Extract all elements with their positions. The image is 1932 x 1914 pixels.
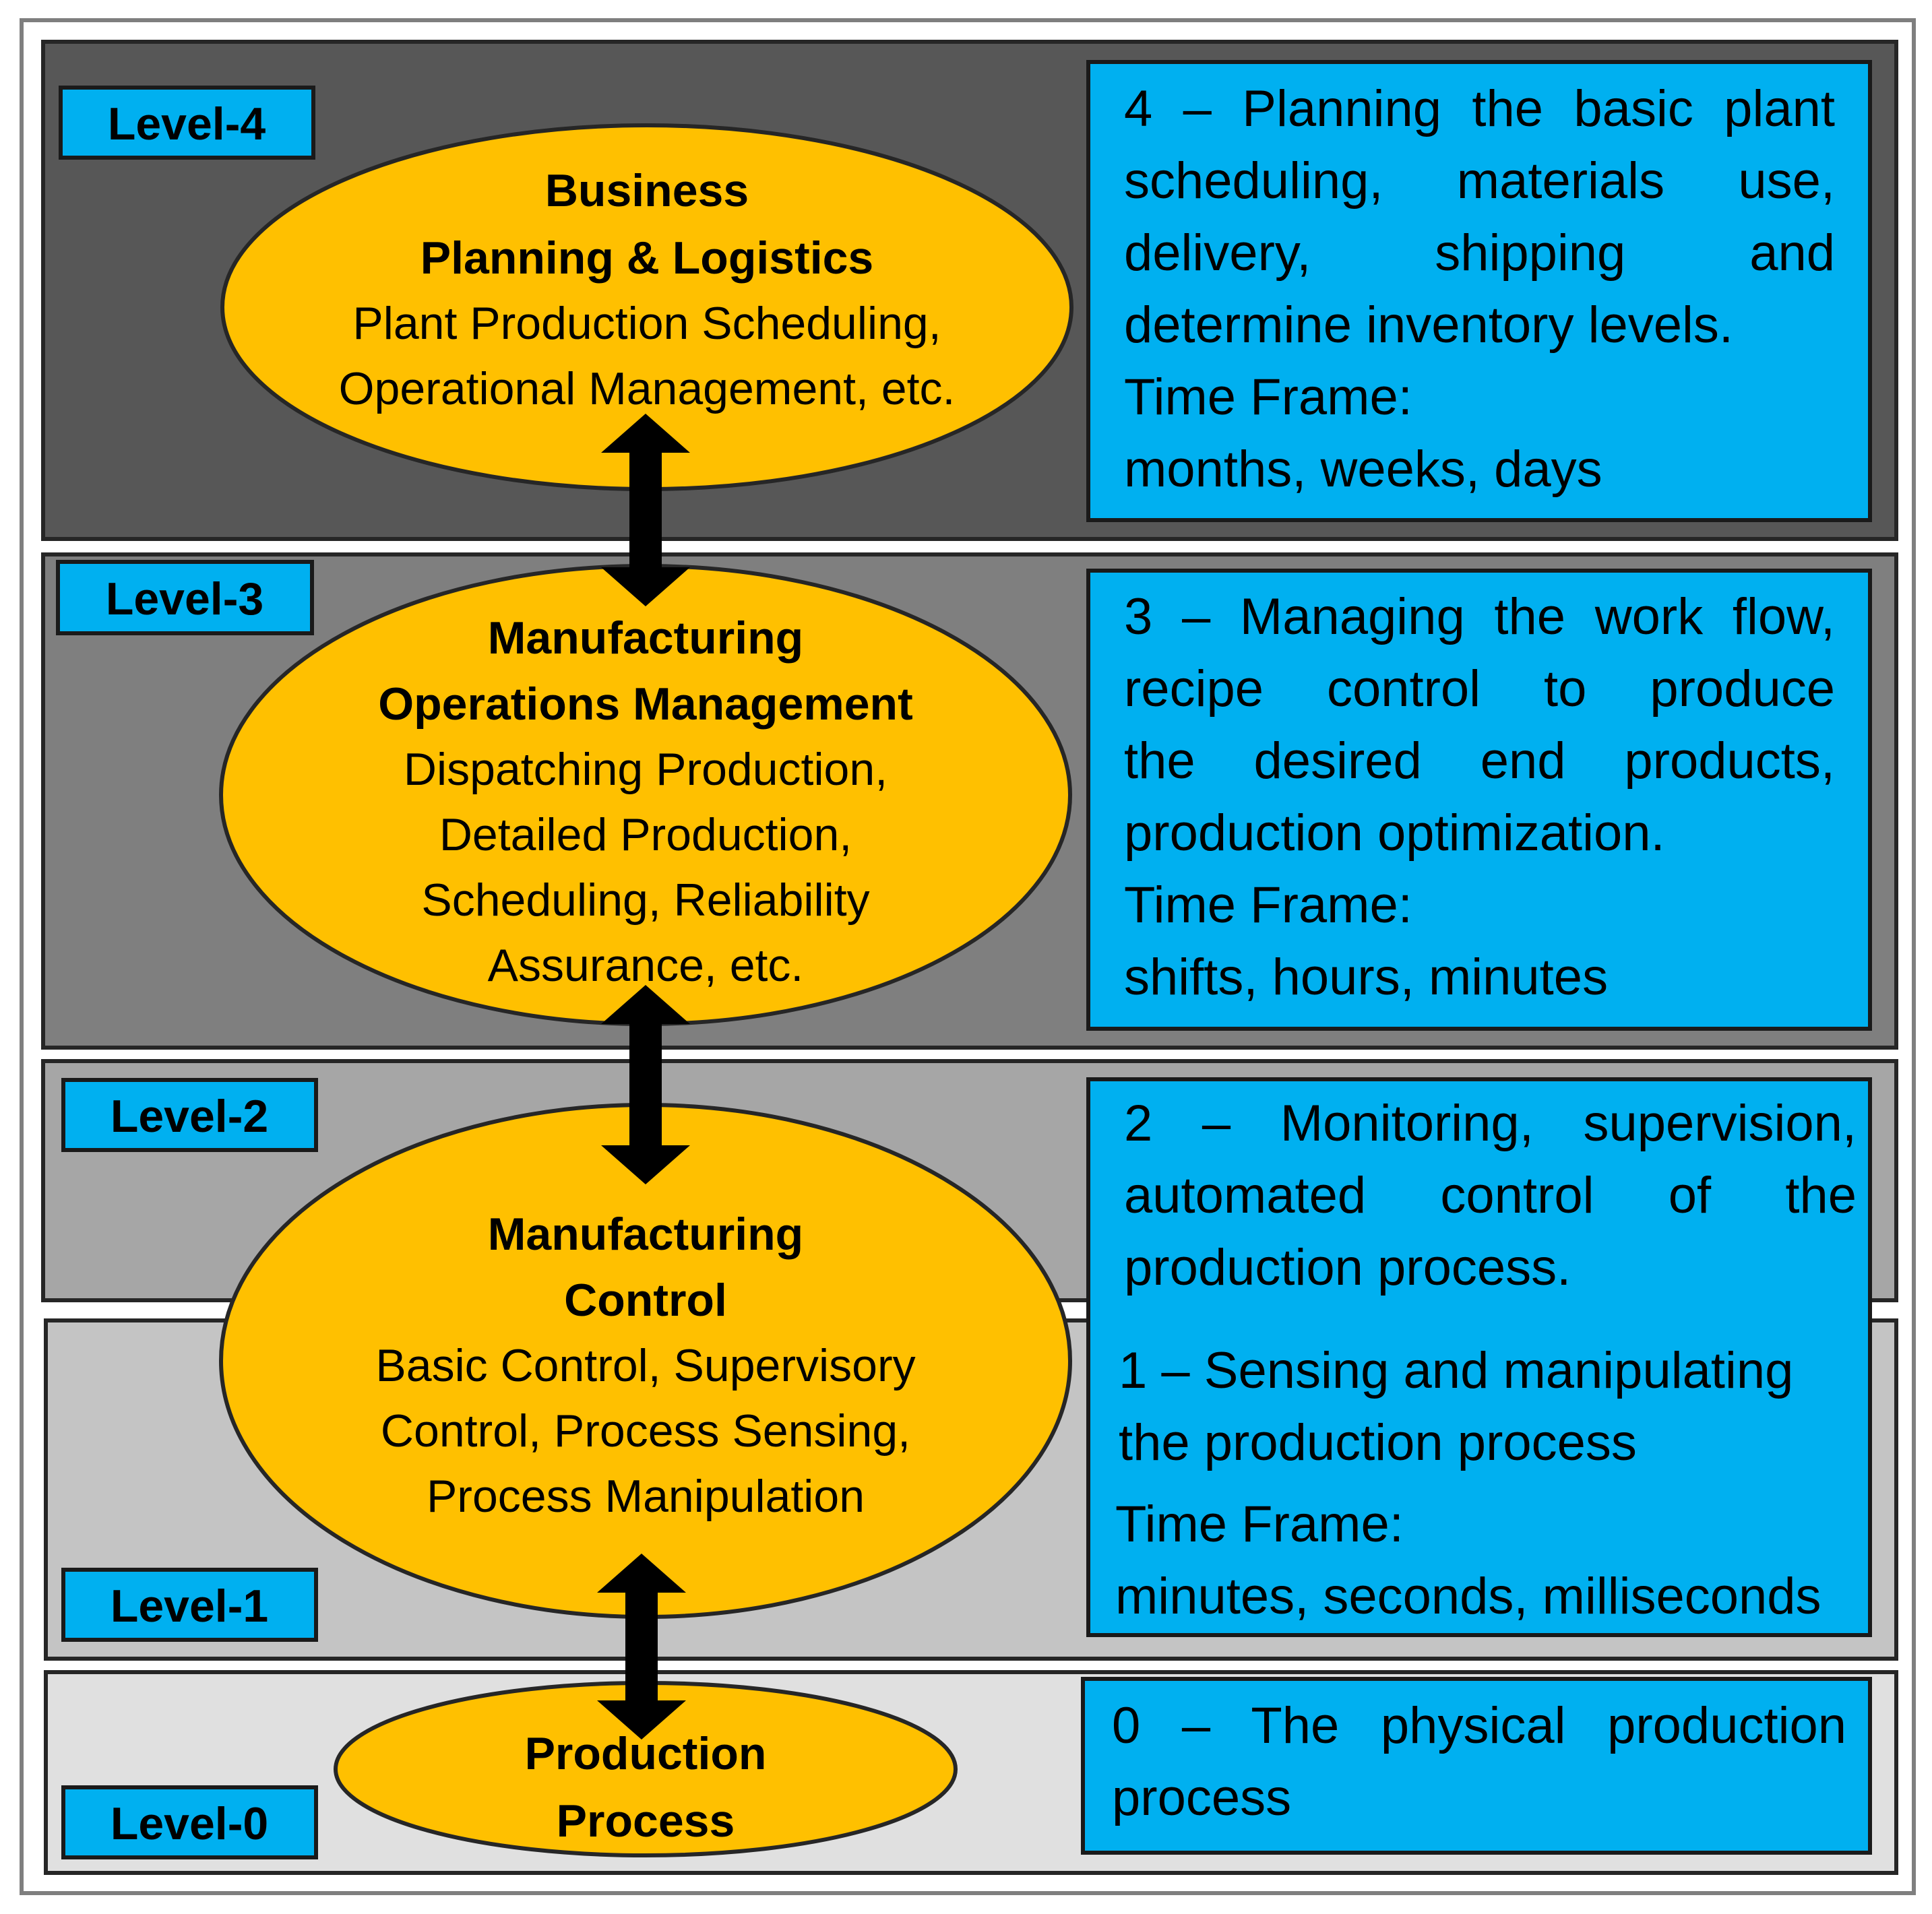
ellipse-text: Assurance, etc. bbox=[488, 940, 804, 991]
ellipse-text: Operational Management, etc. bbox=[339, 363, 956, 414]
ellipse-title: Planning & Logistics bbox=[420, 232, 874, 284]
ellipse-title: Control bbox=[564, 1275, 727, 1326]
level-0-label: Level-0 bbox=[61, 1785, 318, 1859]
level4-description-box bbox=[1086, 60, 1872, 522]
description-line: production process. bbox=[1124, 1239, 1571, 1296]
time-frame-value: minutes, seconds, milliseconds bbox=[1115, 1568, 1821, 1625]
description-line: recipe control to produce bbox=[1124, 660, 1835, 717]
description-line: automated control of the bbox=[1124, 1167, 1857, 1224]
level-0-text: Level-0 bbox=[111, 1798, 268, 1849]
level2-1-description: 2 – Monitoring, supervision, automated c… bbox=[1115, 1087, 1857, 1632]
level0-description-box bbox=[1081, 1677, 1872, 1855]
level3-description: 3 – Managing the work flow, recipe contr… bbox=[1124, 581, 1835, 1013]
time-frame-label: Time Frame: bbox=[1124, 876, 1412, 934]
level-4-text: Level-4 bbox=[108, 98, 266, 150]
time-frame-label: Time Frame: bbox=[1115, 1496, 1404, 1553]
time-frame-value: months, weeks, days bbox=[1124, 441, 1602, 498]
description-line: process bbox=[1112, 1769, 1292, 1826]
description-line: 1 – Sensing and manipulating bbox=[1119, 1342, 1794, 1399]
double-arrow-1-0 bbox=[597, 1554, 686, 1740]
description-line: scheduling, materials use, bbox=[1124, 152, 1835, 210]
level-1-label: Level-1 bbox=[61, 1568, 318, 1642]
ellipse-title: Production bbox=[525, 1728, 767, 1779]
time-frame-value: shifts, hours, minutes bbox=[1124, 949, 1609, 1006]
description-line: 4 – Planning the basic plant bbox=[1124, 80, 1835, 137]
manufacturing-control-ellipse: Manufacturing Control Basic Control, Sup… bbox=[219, 1103, 1072, 1619]
description-line: 2 – Monitoring, supervision, bbox=[1124, 1095, 1857, 1152]
ellipse-text: Plant Production Scheduling, bbox=[352, 298, 941, 349]
ellipse-title: Manufacturing bbox=[488, 1209, 803, 1260]
description-line: determine inventory levels. bbox=[1124, 296, 1733, 354]
double-arrow-3-2 bbox=[601, 985, 690, 1184]
description-line: 3 – Managing the work flow, bbox=[1124, 588, 1835, 645]
ellipse-text: Scheduling, Reliability bbox=[421, 874, 869, 926]
description-line: the production process bbox=[1119, 1414, 1637, 1471]
double-arrow-4-3 bbox=[601, 414, 690, 606]
business-planning-ellipse: Business Planning & Logistics Plant Prod… bbox=[220, 123, 1073, 491]
level-2-text: Level-2 bbox=[111, 1091, 268, 1142]
ellipse-text: Basic Control, Supervisory bbox=[375, 1340, 915, 1391]
description-line: the desired end products, bbox=[1124, 732, 1835, 790]
level0-description: 0 – The physical production process bbox=[1112, 1690, 1846, 1834]
ellipse-text: Dispatching Production, bbox=[404, 744, 887, 795]
level-4-label: Level-4 bbox=[59, 86, 315, 160]
level4-description: 4 – Planning the basic plant scheduling,… bbox=[1124, 73, 1835, 505]
level-1-text: Level-1 bbox=[111, 1581, 268, 1632]
level-2-label: Level-2 bbox=[61, 1078, 318, 1152]
operations-management-ellipse: Manufacturing Operations Management Disp… bbox=[219, 564, 1072, 1026]
description-line: 0 – The physical production bbox=[1112, 1697, 1846, 1754]
ellipse-title: Business bbox=[545, 165, 749, 216]
level-3-text: Level-3 bbox=[106, 573, 263, 625]
level-3-label: Level-3 bbox=[56, 560, 314, 635]
ellipse-text: Detailed Production, bbox=[439, 809, 852, 860]
level3-description-box bbox=[1086, 569, 1872, 1031]
description-line: delivery, shipping and bbox=[1124, 224, 1835, 282]
level2-1-description-box bbox=[1086, 1077, 1872, 1637]
time-frame-label: Time Frame: bbox=[1124, 369, 1412, 426]
ellipse-title: Operations Management bbox=[378, 678, 913, 730]
ellipse-text: Control, Process Sensing, bbox=[381, 1405, 910, 1457]
ellipse-title: Manufacturing bbox=[488, 612, 803, 664]
description-line: production optimization. bbox=[1124, 804, 1665, 862]
ellipse-text: Process Manipulation bbox=[427, 1471, 865, 1522]
ellipse-title: Process bbox=[557, 1795, 735, 1847]
